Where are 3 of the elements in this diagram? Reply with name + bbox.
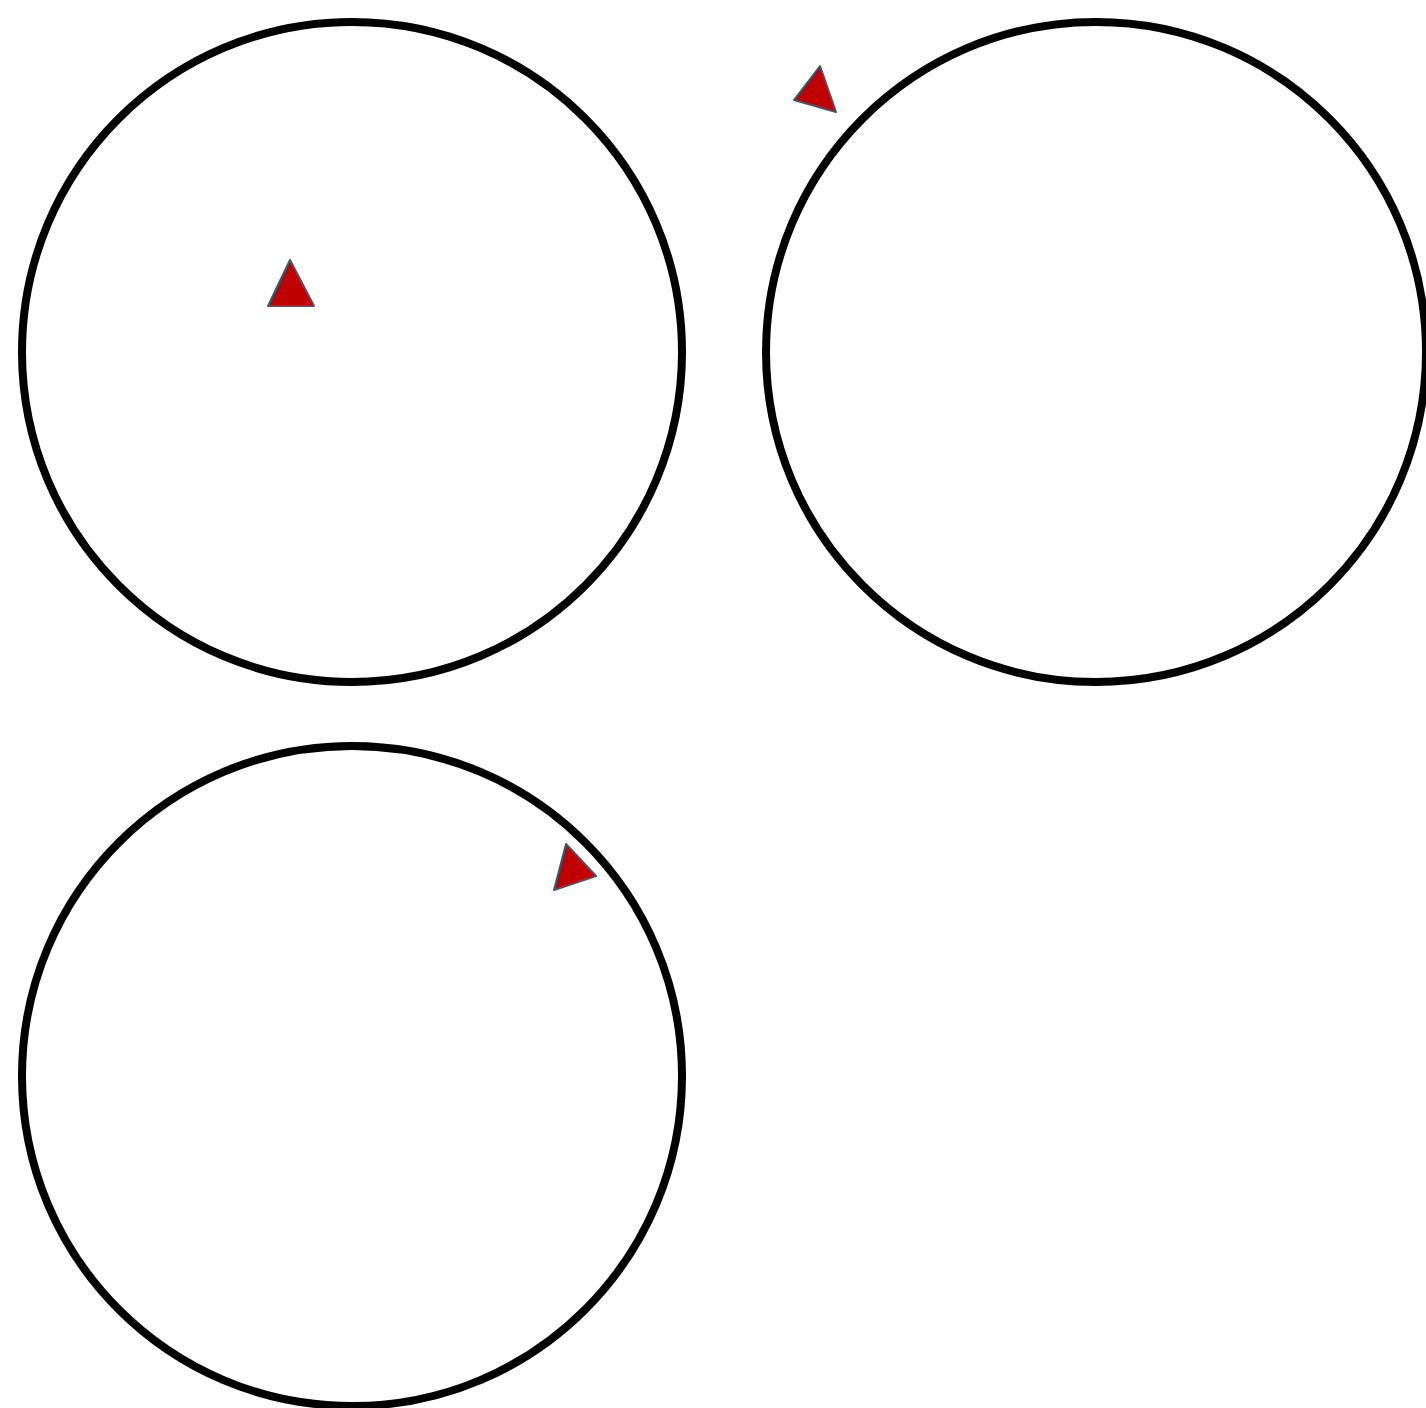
circle-outline	[762, 18, 1426, 686]
circle-outline	[18, 742, 686, 1408]
circle-outline	[18, 18, 686, 686]
